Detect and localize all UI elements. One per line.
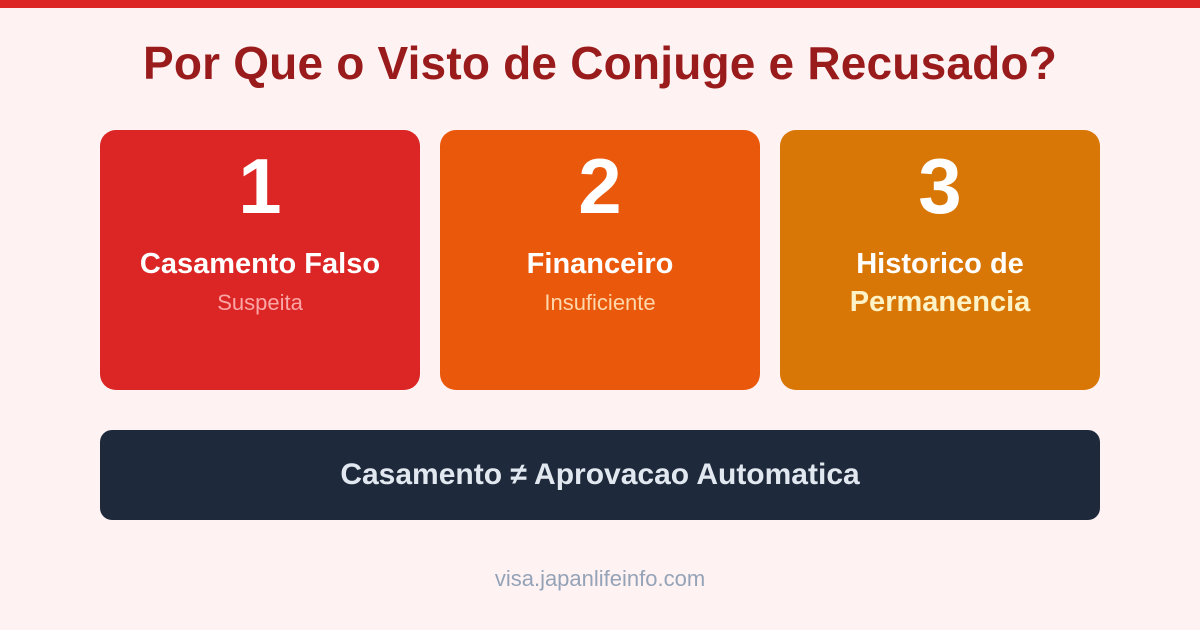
reasons-card-row: 1 Casamento Falso Suspeita 2 Financeiro … (100, 130, 1100, 390)
key-message-banner: Casamento ≠ Aprovacao Automatica (100, 430, 1100, 520)
reason-card-3: 3 Historico de Permanencia (780, 130, 1100, 390)
reason-subtitle: Insuficiente (544, 290, 656, 315)
reason-card-2: 2 Financeiro Insuficiente (440, 130, 760, 390)
reason-number: 2 (578, 142, 622, 230)
top-accent-bar (0, 0, 1200, 8)
reason-label: Historico de (856, 248, 1024, 280)
reason-number: 3 (918, 142, 962, 230)
banner-text: Casamento ≠ Aprovacao Automatica (340, 458, 860, 491)
page-title: Por Que o Visto de Conjuge e Recusado? (142, 37, 1058, 89)
footer-site-url: visa.japanlifeinfo.com (494, 566, 706, 591)
reason-subtitle: Suspeita (217, 290, 303, 315)
reason-card-1: 1 Casamento Falso Suspeita (100, 130, 420, 390)
reason-subtitle: Permanencia (849, 286, 1031, 318)
reason-number: 1 (238, 142, 282, 230)
reason-label: Casamento Falso (139, 248, 381, 280)
reason-label: Financeiro (526, 248, 674, 280)
